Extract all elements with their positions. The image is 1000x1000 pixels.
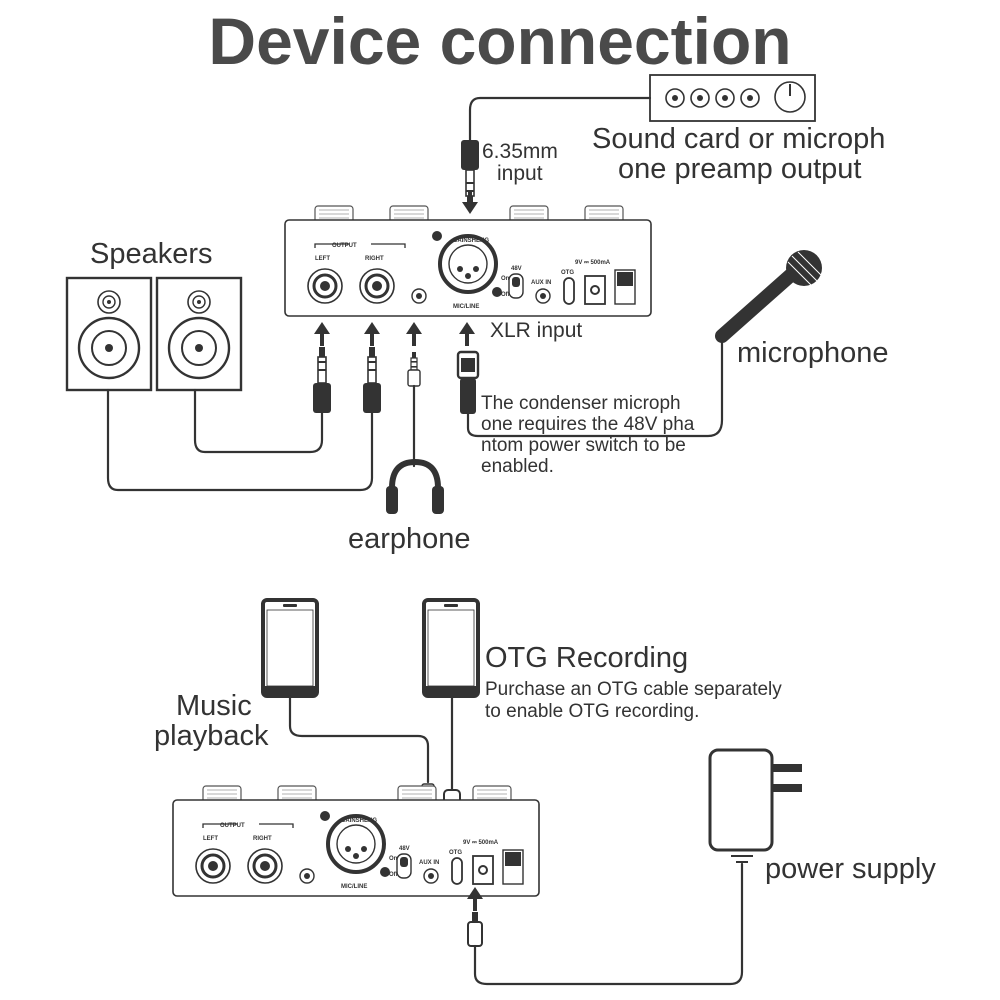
xlr-plug	[456, 350, 480, 414]
panel-mic-line-label: MIC/LINE	[453, 304, 479, 310]
speaker-right	[155, 276, 243, 392]
input-635-label-line1: 6.35mm	[482, 140, 558, 163]
panel-brand-label: CAINSHENG	[453, 238, 489, 244]
microphone-cable	[466, 334, 724, 438]
condenser-note-line3: ntom power switch to be	[481, 435, 686, 456]
power-supply-label: power supply	[765, 853, 936, 885]
music-playback-label-line2: playback	[154, 720, 269, 752]
otg-note-line2: to enable OTG recording.	[485, 701, 699, 722]
left-output-plug	[312, 346, 332, 414]
panel-left-label: LEFT	[315, 256, 330, 262]
panel-aux-label: AUX IN	[531, 280, 551, 286]
panel-power-label-b: 9V ⎓ 500mA	[463, 840, 499, 846]
panel-on-label-b: On	[389, 856, 398, 862]
panel-48v-label-b: 48V	[399, 846, 410, 852]
music-playback-cable	[288, 694, 430, 784]
panel-off-label: Off	[501, 292, 511, 298]
sound-card-label-line2: one preamp output	[618, 153, 861, 185]
headphone-plug	[407, 351, 421, 387]
power-cable	[473, 862, 744, 986]
panel-otg-label-b: OTG	[449, 850, 462, 856]
otg-note-line1: Purchase an OTG cable separately	[485, 679, 782, 700]
left-speaker-cable	[193, 388, 324, 454]
sound-card	[649, 74, 816, 122]
xlr-input-label: XLR input	[490, 319, 582, 342]
panel-power-label: 9V ⎓ 500mA	[575, 260, 611, 266]
panel-mic-line-label-b: MIC/LINE	[341, 884, 367, 890]
microphone-label: microphone	[737, 337, 889, 369]
panel-otg-label: OTG	[561, 270, 574, 276]
headphone-arrow	[406, 322, 422, 346]
panel-right-label: RIGHT	[365, 256, 384, 262]
sound-card-label-line1: Sound card or microph	[592, 123, 885, 155]
input-635-label-line2: input	[497, 162, 543, 185]
panel-on-label: On	[501, 276, 510, 282]
speakers-label: Speakers	[90, 238, 213, 270]
input-635-arrow	[462, 190, 478, 214]
panel-off-label-b: Off	[389, 872, 399, 878]
page-title: Device connection	[208, 4, 791, 78]
panel-output-label: OUTPUT	[332, 243, 357, 249]
audio-interface-top: OUTPUT LEFT RIGHT CAINSHENG 48V On Off A…	[283, 204, 653, 318]
panel-output-label-b: OUTPUT	[220, 823, 245, 829]
music-phone	[261, 598, 319, 698]
right-output-plug	[362, 346, 382, 414]
music-playback-label-line1: Music	[176, 690, 252, 722]
panel-48v-label: 48V	[511, 266, 522, 272]
condenser-note-line1: The condenser microph	[481, 393, 681, 414]
sound-card-cable	[468, 96, 652, 142]
panel-left-label-b: LEFT	[203, 836, 218, 842]
speaker-left	[65, 276, 153, 392]
power-adapter-icon	[708, 748, 802, 863]
left-output-arrow	[314, 322, 330, 346]
right-speaker-cable	[106, 388, 374, 492]
microphone-icon	[715, 250, 823, 343]
right-output-arrow	[364, 322, 380, 346]
otg-phone	[422, 598, 480, 698]
panel-right-label-b: RIGHT	[253, 836, 272, 842]
audio-interface-bottom: OUTPUT LEFT RIGHT CAINSHENG 48V On Off A…	[171, 784, 541, 898]
panel-aux-label-b: AUX IN	[419, 860, 439, 866]
xlr-arrow	[459, 322, 475, 346]
condenser-note-line4: enabled.	[481, 456, 554, 477]
condenser-note-line2: one requires the 48V pha	[481, 414, 695, 435]
earphone-icon	[386, 458, 444, 514]
earphone-label: earphone	[348, 523, 471, 555]
otg-recording-label: OTG Recording	[485, 642, 688, 674]
power-plug	[467, 912, 483, 947]
panel-brand-label-b: CAINSHENG	[341, 818, 377, 824]
